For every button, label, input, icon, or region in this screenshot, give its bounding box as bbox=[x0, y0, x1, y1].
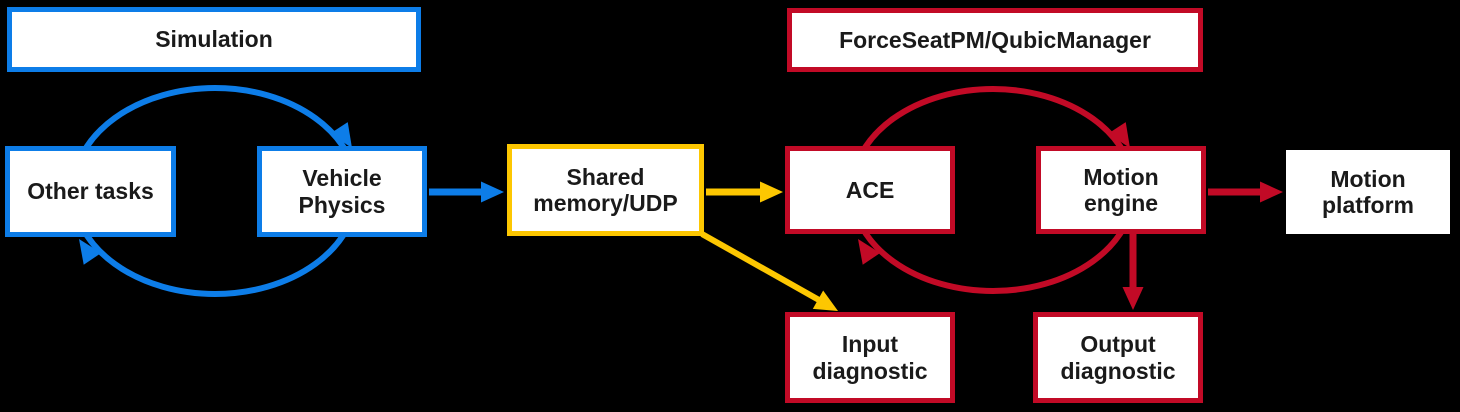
node-input-diagnostic: Input diagnostic bbox=[785, 312, 955, 403]
node-other-tasks: Other tasks bbox=[5, 146, 176, 237]
node-ace: ACE bbox=[785, 146, 955, 234]
group-header-forceseatpm: ForceSeatPM/QubicManager bbox=[787, 8, 1203, 72]
arrowhead-motion-engine-to-motion-platform bbox=[1260, 181, 1283, 203]
node-shared-memory-udp: Shared memory/UDP bbox=[507, 144, 704, 236]
node-shared-memory-udp-label: Shared memory/UDP bbox=[533, 163, 678, 216]
node-output-diagnostic: Output diagnostic bbox=[1033, 312, 1203, 403]
node-motion-engine: Motion engine bbox=[1036, 146, 1206, 234]
arrowhead-vehicle-physics-to-other-tasks bbox=[79, 239, 102, 265]
arrowhead-motion-engine-to-output-diagnostic bbox=[1122, 287, 1144, 310]
node-input-diagnostic-label: Input diagnostic bbox=[812, 331, 928, 384]
arrowhead-vehicle-physics-to-shared-memory bbox=[481, 181, 504, 203]
node-other-tasks-label: Other tasks bbox=[27, 178, 154, 205]
arrowhead-shared-memory-to-ace bbox=[760, 181, 783, 203]
group-header-simulation: Simulation bbox=[7, 7, 421, 72]
node-motion-platform-label: Motion platform bbox=[1322, 165, 1414, 218]
edge-shared-memory-to-input-diagnostic bbox=[700, 231, 821, 303]
group-header-forceseatpm-label: ForceSeatPM/QubicManager bbox=[839, 26, 1151, 53]
node-motion-platform: Motion platform bbox=[1286, 150, 1450, 234]
node-output-diagnostic-label: Output diagnostic bbox=[1060, 331, 1176, 384]
arrowhead-shared-memory-to-input-diagnostic bbox=[812, 290, 838, 311]
node-vehicle-physics: Vehicle Physics bbox=[257, 146, 427, 237]
node-ace-label: ACE bbox=[845, 176, 895, 203]
arrowhead-motion-engine-to-ace bbox=[858, 239, 881, 265]
node-motion-engine-label: Motion engine bbox=[1083, 163, 1159, 216]
group-header-simulation-label: Simulation bbox=[155, 26, 273, 53]
arrowhead-other-tasks-to-vehicle-physics bbox=[330, 122, 352, 148]
node-vehicle-physics-label: Vehicle Physics bbox=[298, 165, 386, 218]
arrowhead-ace-to-motion-engine bbox=[1108, 122, 1130, 148]
